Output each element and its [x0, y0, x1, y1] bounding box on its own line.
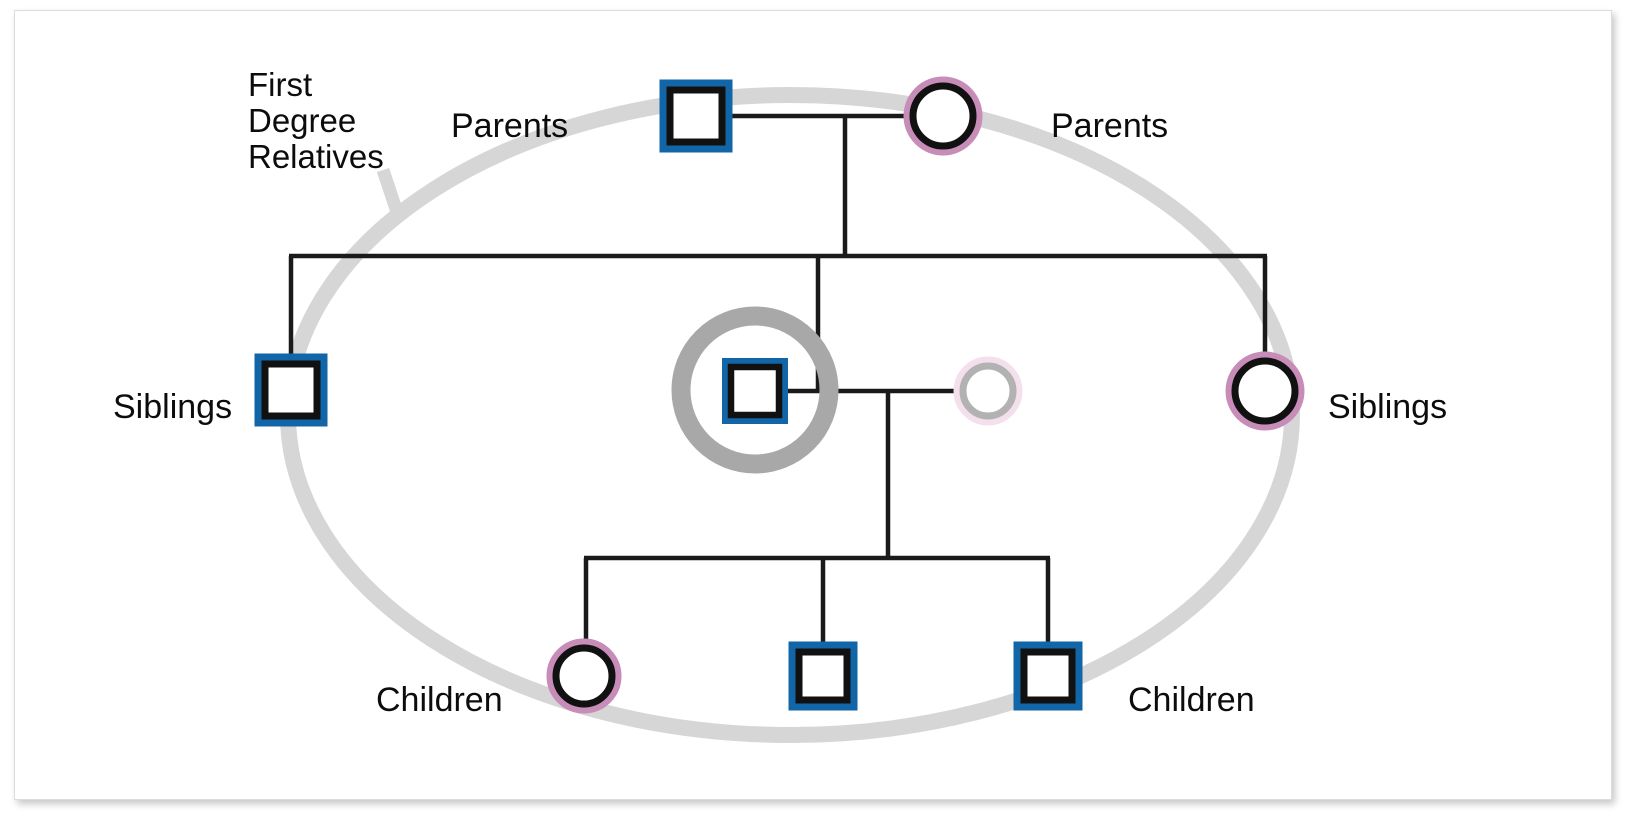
label-parents-right: Parents [1051, 107, 1168, 145]
female-circle-outline [552, 644, 616, 708]
individual-child-3[interactable] [1013, 641, 1083, 711]
male-square-outline [1020, 648, 1076, 704]
group-label-line-1: First [248, 66, 312, 103]
individual-sibling-left[interactable] [254, 353, 328, 427]
label-children-right: Children [1128, 681, 1255, 719]
label-siblings-left: Siblings [113, 388, 232, 426]
male-square-outline [666, 86, 726, 146]
individual-child-2[interactable] [788, 641, 858, 711]
individual-father[interactable] [659, 79, 733, 153]
group-label-line-2: Degree [248, 102, 356, 139]
individual-partner-faded[interactable] [953, 356, 1023, 426]
male-square-outline [795, 648, 851, 704]
first-degree-relatives-ellipse [280, 87, 1300, 743]
female-circle-outline [909, 82, 977, 150]
proband-highlight-ring [671, 306, 839, 474]
label-children-left: Children [376, 681, 503, 719]
group-label-line-3: Relatives [248, 138, 384, 175]
label-siblings-right: Siblings [1328, 388, 1447, 426]
group-label-leader-line [376, 167, 406, 221]
female-circle-outline [1231, 357, 1299, 425]
individual-proband[interactable] [722, 358, 788, 424]
male-square-outline [727, 363, 783, 419]
label-parents-left: Parents [451, 107, 568, 145]
first-degree-relatives-ellipse-group [280, 87, 1300, 743]
pedigree-connectors [288, 113, 1268, 648]
individual-mother[interactable] [903, 76, 983, 156]
individual-child-1[interactable] [546, 638, 622, 714]
female-circle-outline-faded [959, 362, 1017, 420]
male-square-outline [261, 360, 321, 420]
individual-sibling-right[interactable] [1225, 351, 1305, 431]
